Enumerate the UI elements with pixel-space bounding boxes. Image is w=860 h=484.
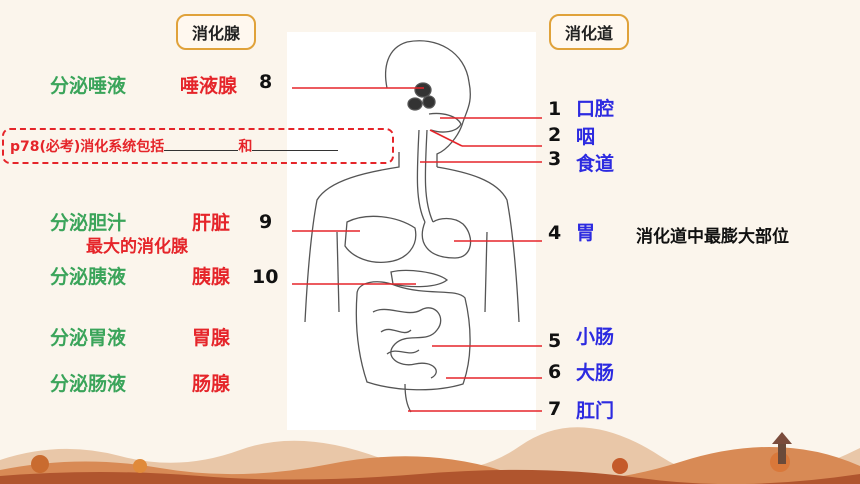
- tract-anus: 肛门: [576, 400, 615, 422]
- gland-num-10: 10: [252, 266, 279, 288]
- blank-1: [164, 138, 239, 151]
- exam-note-box: [2, 128, 394, 164]
- tract-num-3: 3: [548, 148, 562, 170]
- tract-num-4: 4: [548, 222, 562, 244]
- tract-num-1: 1: [548, 98, 562, 120]
- tract-esophagus: 食道: [576, 153, 615, 175]
- blank-2: [252, 138, 339, 151]
- tract-num-5: 5: [548, 330, 562, 352]
- gland-organ-pancreas: 胰腺: [192, 266, 231, 288]
- gland-header: 消化腺: [176, 14, 256, 50]
- gland-func-gastric: 分泌胃液: [50, 327, 127, 349]
- tract-pharynx: 咽: [576, 126, 596, 148]
- gland-organ-salivary: 唾液腺: [180, 75, 238, 97]
- autumn-landscape-decoration: [0, 427, 860, 484]
- gland-func-pancreatic: 分泌胰液: [50, 266, 127, 288]
- tract-mouth: 口腔: [576, 98, 615, 120]
- gland-func-bile: 分泌胆汁: [50, 212, 127, 234]
- digestive-system-figure: [287, 32, 536, 430]
- tract-num-2: 2: [548, 124, 562, 146]
- largest-gland-note: 最大的消化腺: [86, 237, 188, 257]
- exam-note-text: p78(必考)消化系统包括和: [10, 136, 339, 156]
- gland-func-intestinal: 分泌肠液: [50, 373, 127, 395]
- tract-stomach: 胃: [576, 222, 596, 244]
- gland-organ-liver: 肝脏: [192, 212, 231, 234]
- tract-small-intestine: 小肠: [576, 326, 615, 348]
- gland-organ-intestinal: 肠腺: [192, 373, 231, 395]
- gland-func-saliva: 分泌唾液: [50, 75, 127, 97]
- stomach-note: 消化道中最膨大部位: [636, 227, 789, 247]
- tract-large-intestine: 大肠: [576, 362, 615, 384]
- gland-num-9: 9: [259, 211, 273, 233]
- tract-header: 消化道: [549, 14, 629, 50]
- tract-num-6: 6: [548, 361, 562, 383]
- gland-num-8: 8: [259, 71, 273, 93]
- tract-num-7: 7: [548, 398, 562, 420]
- body-outline: [304, 40, 520, 413]
- gland-organ-gastric: 胃腺: [192, 327, 231, 349]
